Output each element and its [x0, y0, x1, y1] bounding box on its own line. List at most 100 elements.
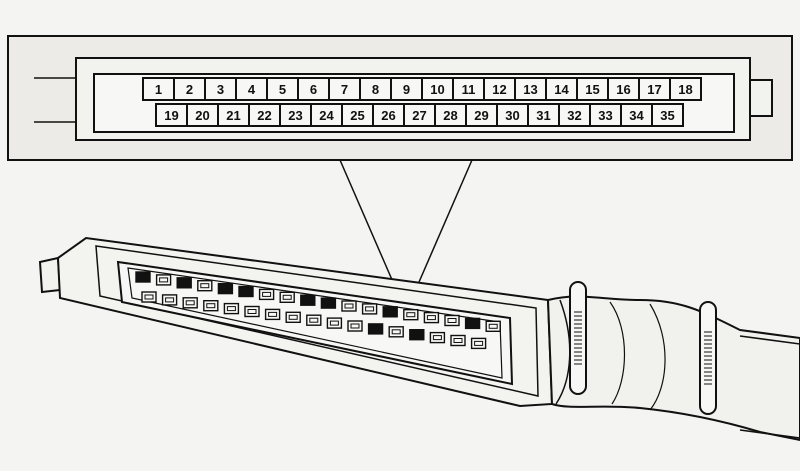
pin-number: 29: [474, 108, 488, 123]
pin-number: 32: [567, 108, 581, 123]
terminal-contact: [288, 314, 298, 320]
terminal-top: [217, 282, 234, 295]
terminal-slot: [223, 302, 240, 315]
terminal-bottom: [347, 320, 363, 332]
terminal-slot: [464, 317, 481, 330]
terminal-slot: [244, 305, 260, 318]
cable-tie-2: [699, 301, 717, 415]
terminal-top: [300, 294, 316, 306]
terminal-bottom: [161, 294, 178, 306]
pin-number: 22: [257, 108, 271, 123]
pin-number: 17: [647, 82, 661, 97]
pin-cell-19: 19: [155, 103, 188, 127]
pin-cell-29: 29: [465, 103, 498, 127]
terminal-slot: [423, 311, 440, 324]
boot-fold-2: [609, 301, 625, 405]
pin-number: 14: [554, 82, 569, 97]
terminal-slot: [444, 314, 460, 327]
pin-cell-24: 24: [310, 103, 343, 127]
terminal-top: [341, 300, 357, 312]
connector-inner-rim: [95, 245, 539, 397]
pin-number: 3: [217, 82, 224, 97]
terminal-top: [279, 291, 295, 303]
cable-tie-2-teeth: [704, 331, 712, 385]
pin-number: 20: [195, 108, 209, 123]
pin-number: 21: [226, 108, 240, 123]
terminal-slot: [155, 274, 172, 286]
terminal-contact: [474, 340, 484, 346]
pin-cell-22: 22: [248, 103, 281, 127]
pin-cell-26: 26: [372, 103, 405, 127]
terminal-contact: [247, 309, 257, 314]
pin-number: 10: [430, 82, 444, 97]
pin-cell-2: 2: [173, 77, 206, 101]
terminal-slot: [403, 309, 419, 321]
pin-cell-14: 14: [545, 77, 578, 101]
pin-cell-7: 7: [328, 77, 361, 101]
pin-number: 11: [462, 82, 476, 97]
connector-body: [38, 236, 554, 408]
terminal-contact: [426, 315, 436, 321]
terminal-contact: [309, 317, 319, 323]
pin-cell-21: 21: [217, 103, 250, 127]
terminal-slot: [264, 308, 281, 321]
terminal-contact: [365, 306, 375, 312]
terminal-slot: [388, 326, 404, 338]
pin-cell-1: 1: [142, 77, 175, 101]
pin-cell-5: 5: [266, 77, 299, 101]
terminal-bottom: [223, 302, 240, 315]
terminal-slot: [470, 337, 487, 350]
pin-number: 30: [505, 108, 519, 123]
pin-cell-25: 25: [341, 103, 374, 127]
terminal-top: [423, 311, 440, 324]
pin-number: 8: [372, 82, 379, 97]
pin-cell-20: 20: [186, 103, 219, 127]
pin-cell-8: 8: [359, 77, 392, 101]
terminal-bottom: [244, 305, 260, 318]
pin-number: 33: [598, 108, 612, 123]
terminal-top: [238, 285, 254, 298]
terminal-slot: [429, 331, 446, 344]
terminal-contact: [185, 300, 195, 306]
pin-cell-15: 15: [576, 77, 609, 101]
terminal-contact: [391, 329, 401, 335]
terminal-slot: [347, 320, 363, 332]
terminal-slot: [361, 303, 378, 315]
pin-number: 27: [412, 108, 426, 123]
terminal-bottom: [141, 291, 157, 303]
pin-cell-11: 11: [452, 77, 485, 101]
pin-number: 31: [536, 108, 550, 123]
pin-cell-4: 4: [235, 77, 268, 101]
terminal-bottom: [388, 326, 404, 338]
terminal-contact: [329, 320, 339, 326]
pin-number: 2: [186, 82, 193, 97]
pin-cell-6: 6: [297, 77, 330, 101]
terminal-contact: [268, 311, 278, 317]
pin-number: 19: [164, 108, 178, 123]
terminal-slot: [382, 306, 398, 318]
pin-number: 12: [492, 82, 506, 97]
pin-number: 9: [403, 82, 410, 97]
terminal-top: [382, 306, 398, 318]
terminal-contact: [159, 277, 169, 283]
cable-tie-1-teeth: [574, 311, 582, 365]
terminal-slot: [341, 300, 357, 312]
pin-cell-28: 28: [434, 103, 467, 127]
pin-cell-33: 33: [589, 103, 622, 127]
terminal-slot: [285, 311, 301, 323]
pin-number: 15: [585, 82, 599, 97]
pin-cell-27: 27: [403, 103, 436, 127]
terminal-contact: [350, 323, 360, 329]
right-latch-tab: [749, 79, 773, 117]
pin-number: 26: [381, 108, 395, 123]
terminal-bottom: [182, 297, 198, 309]
terminal-contact: [262, 291, 272, 297]
terminal-contact: [144, 294, 154, 300]
pin-cell-9: 9: [390, 77, 423, 101]
pin-cell-12: 12: [483, 77, 516, 101]
terminal-contact: [344, 303, 354, 309]
terminal-slot: [217, 282, 234, 295]
